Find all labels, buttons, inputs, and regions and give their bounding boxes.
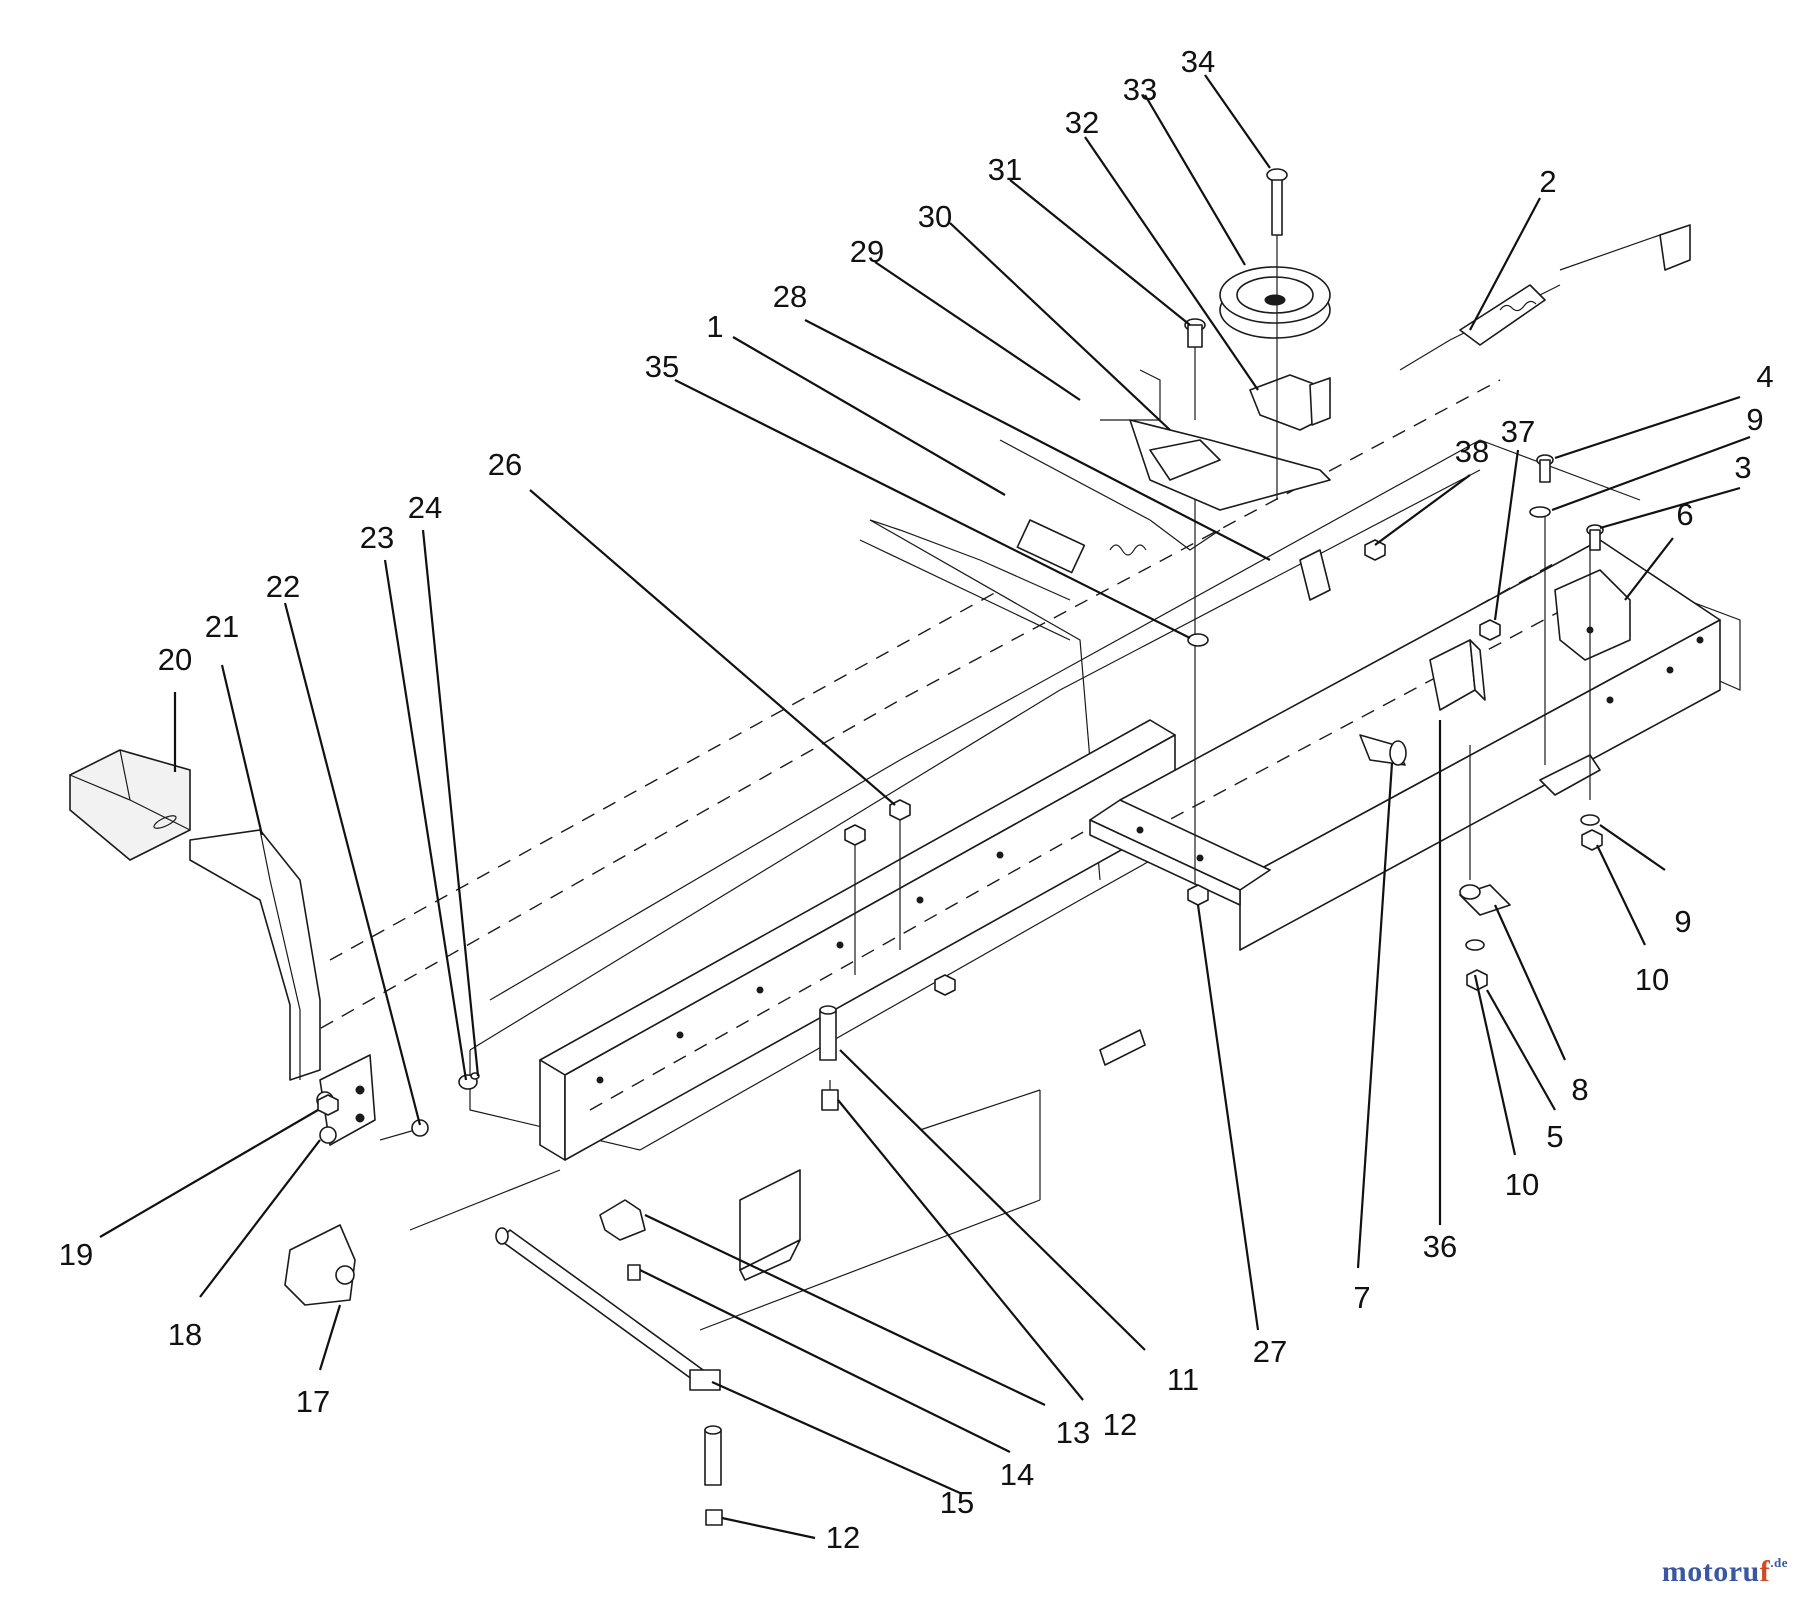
hardware-lower-right — [1580, 814, 1603, 851]
idler-bracket — [1249, 374, 1331, 431]
callout-31: 31 — [988, 152, 1022, 187]
callout-10-right: 10 — [1635, 962, 1669, 997]
spring-2 — [1399, 224, 1691, 371]
callout-35: 35 — [645, 349, 679, 384]
callout-27: 27 — [1253, 1334, 1287, 1369]
pedal-arm — [189, 829, 321, 1081]
callout-8: 8 — [1571, 1072, 1588, 1107]
callout-23: 23 — [360, 520, 394, 555]
callout-2: 2 — [1539, 164, 1556, 199]
nut-19 — [317, 1094, 339, 1116]
callout-5: 5 — [1546, 1119, 1563, 1154]
callout-19: 19 — [59, 1237, 93, 1272]
callout-30: 30 — [918, 199, 952, 234]
bushing-upper — [819, 1005, 839, 1111]
callout-20: 20 — [158, 642, 192, 677]
spring-1 — [869, 519, 1147, 601]
bushing-lower — [704, 1425, 723, 1526]
callout-14: 14 — [1000, 1457, 1034, 1492]
callout-9-upper: 9 — [1746, 402, 1763, 437]
callout-26: 26 — [488, 447, 522, 482]
pin-7 — [1359, 734, 1407, 766]
callout-3: 3 — [1734, 450, 1751, 485]
frame-cross-plate — [1089, 799, 1271, 906]
watermark-brand-suffix: .de — [1770, 1555, 1788, 1570]
pedal-pivot-plate — [316, 1054, 429, 1146]
lower-pedal-bracket — [284, 1224, 356, 1306]
callout-34: 34 — [1181, 44, 1215, 79]
bracket-13 — [599, 1199, 646, 1281]
callout-13: 13 — [1056, 1415, 1090, 1450]
callout-labels: 1 2 3 4 5 6 7 8 9 9 10 10 10 11 12 12 12… — [59, 44, 1774, 1555]
callout-1: 1 — [706, 309, 723, 344]
callout-28: 28 — [773, 279, 807, 314]
callout-18: 18 — [168, 1317, 202, 1352]
hardware-center-lower — [1459, 884, 1511, 991]
bolt-31 — [1184, 318, 1206, 420]
lower-bracket — [739, 1169, 801, 1281]
nuts-26 — [844, 799, 956, 996]
hardware-upper-right — [1529, 454, 1604, 765]
idler-pulley — [1219, 266, 1331, 339]
leader-lines — [99, 74, 1751, 1540]
callout-4: 4 — [1756, 359, 1773, 394]
callout-17: 17 — [296, 1384, 330, 1419]
callout-37: 37 — [1501, 414, 1535, 449]
idler-arm — [1100, 369, 1331, 551]
washer-35 — [1187, 633, 1209, 647]
callout-22: 22 — [266, 569, 300, 604]
pedal-rod — [495, 1227, 721, 1391]
callout-21: 21 — [205, 609, 239, 644]
watermark-brand-accent: f — [1759, 1555, 1771, 1588]
callout-6: 6 — [1676, 497, 1693, 532]
bracket-36 — [1429, 639, 1486, 880]
washers-23-24 — [458, 1072, 480, 1090]
callout-33: 33 — [1123, 72, 1157, 107]
callout-15: 15 — [940, 1485, 974, 1520]
callout-9-lower: 9 — [1674, 904, 1691, 939]
callout-36: 36 — [1423, 1229, 1457, 1264]
hardware-37-38 — [1299, 539, 1501, 641]
callout-24: 24 — [408, 490, 442, 525]
callout-10-center: 10 — [1505, 1167, 1539, 1202]
callout-32: 32 — [1065, 105, 1099, 140]
callout-7: 7 — [1353, 1280, 1370, 1315]
pedal-pad — [69, 749, 191, 861]
plate-6 — [1554, 540, 1631, 800]
watermark-brand-main: motoru — [1661, 1555, 1760, 1588]
brand-watermark: motoruf.de — [1662, 1555, 1788, 1589]
callout-12-center: 12 — [1103, 1407, 1137, 1442]
callout-11: 11 — [1167, 1362, 1199, 1397]
callout-12-lower: 12 — [826, 1520, 860, 1555]
callout-38: 38 — [1455, 434, 1489, 469]
bolt-34 — [1266, 168, 1288, 500]
callout-29: 29 — [850, 234, 884, 269]
nut-27 — [1187, 490, 1209, 906]
frame-left-rail — [539, 719, 1176, 1161]
